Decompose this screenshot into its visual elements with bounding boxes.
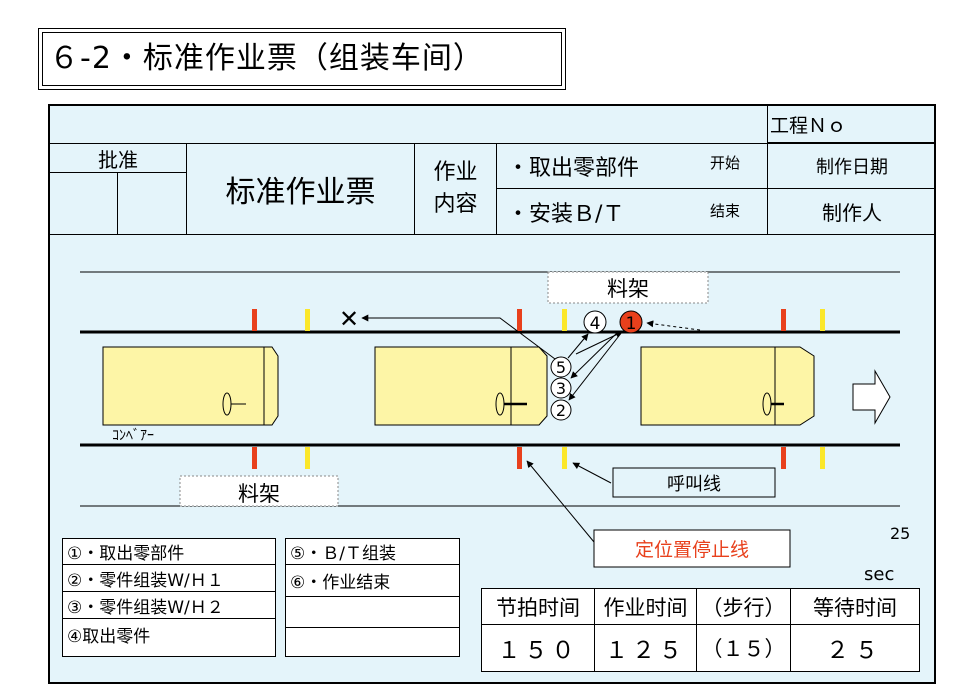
vehicle-body <box>102 346 279 426</box>
call-line-mark <box>820 309 825 331</box>
conveyor-direction-arrow-icon <box>852 369 891 425</box>
work-layout-diagram: 4 1 5 3 2 ✕ 料架 料架 ｺﾝﾍﾞｱｰ 呼叫线 定位置停止线 <box>80 271 900 568</box>
flow-arrow <box>567 333 589 359</box>
walk-arrow <box>646 320 701 331</box>
step-4-label: 4 <box>590 314 601 334</box>
end-label: 结束 <box>710 202 741 220</box>
legend-item: ②・零件组装W/Ｈ１ <box>62 564 276 592</box>
stop-line-pointer <box>526 460 595 543</box>
call-line-mark <box>820 447 825 469</box>
rack-top-label: 料架 <box>607 277 649 301</box>
takt-time-value: １５０ <box>481 624 595 672</box>
stop-line-mark <box>517 447 522 469</box>
step-3-label: 3 <box>556 379 566 398</box>
stop-line-mark <box>252 309 257 331</box>
step-1-label: 1 <box>626 314 637 334</box>
legend-empty <box>285 596 460 628</box>
finish-arrow <box>361 314 556 360</box>
end-x-mark: ✕ <box>339 305 359 333</box>
legend-item: ①・取出零部件 <box>62 538 276 565</box>
step-3-circle <box>550 377 572 399</box>
call-line-label: 呼叫线 <box>667 474 721 495</box>
stop-line-mark <box>781 309 786 331</box>
legend-empty <box>285 627 460 657</box>
work-time-value: １２５ <box>594 624 697 672</box>
unit-label: sec <box>864 564 895 585</box>
conveyor-label: ｺﾝﾍﾞｱｰ <box>112 428 154 444</box>
step-5-label: 5 <box>556 358 566 377</box>
stop-line-mark <box>781 447 786 469</box>
stop-line-mark <box>517 309 522 331</box>
legend-item: ④取出零件 <box>62 618 276 657</box>
sheet-title: 标准作业票 <box>186 143 415 235</box>
wait-time-header: 等待时间 <box>790 588 920 625</box>
flow-arrow <box>570 331 619 379</box>
legend-item: ③・零件组装W/Ｈ２ <box>62 591 276 619</box>
call-line-pointer <box>572 462 612 484</box>
work-time-header: 作业时间 <box>594 588 697 625</box>
process-no-label: 工程Ｎｏ <box>767 106 936 143</box>
step-2-circle <box>550 399 572 421</box>
vehicle-body <box>374 346 548 426</box>
call-line-box <box>612 467 776 498</box>
call-line-mark <box>562 309 567 331</box>
step-5-circle <box>550 356 572 378</box>
wait-time-value: ２５ <box>790 624 920 672</box>
step-4-circle <box>583 310 607 334</box>
standard-work-sheet-panel: 工程Ｎｏ 批准 标准作业票 作业 内容 ・取出零部件 ・安装Ｂ/Ｔ 开始 结束 … <box>48 104 936 684</box>
flow-arrow <box>568 331 623 401</box>
vehicle-body <box>640 346 815 426</box>
stop-line-mark <box>252 447 257 469</box>
stop-line-label: 定位置停止线 <box>635 539 749 561</box>
author-label: 制作人 <box>767 188 936 235</box>
stop-line-box <box>593 529 791 568</box>
takt-number: 25 <box>890 524 911 543</box>
rack-top-box <box>547 271 709 304</box>
call-line-mark <box>305 447 310 469</box>
rack-bottom-box <box>179 475 339 507</box>
page-title: ６-2・标准作业票（组装车间） <box>38 28 566 90</box>
legend-item: ⑥・作业结束 <box>285 564 460 597</box>
rack-bottom-label: 料架 <box>238 482 280 506</box>
call-line-mark <box>305 309 310 331</box>
content-line-2: ・安装Ｂ/Ｔ <box>496 188 768 235</box>
step-1-circle <box>619 310 643 334</box>
takt-time-header: 节拍时间 <box>481 588 595 625</box>
legend-item: ⑤・Ｂ/Ｔ组装 <box>285 538 460 565</box>
step-2-label: 2 <box>556 401 566 420</box>
call-line-mark <box>562 447 567 469</box>
walk-time-header: （步行） <box>696 588 791 625</box>
flow-arrow <box>575 331 623 355</box>
start-label: 开始 <box>710 154 741 172</box>
walk-time-value: （１５） <box>696 624 791 672</box>
